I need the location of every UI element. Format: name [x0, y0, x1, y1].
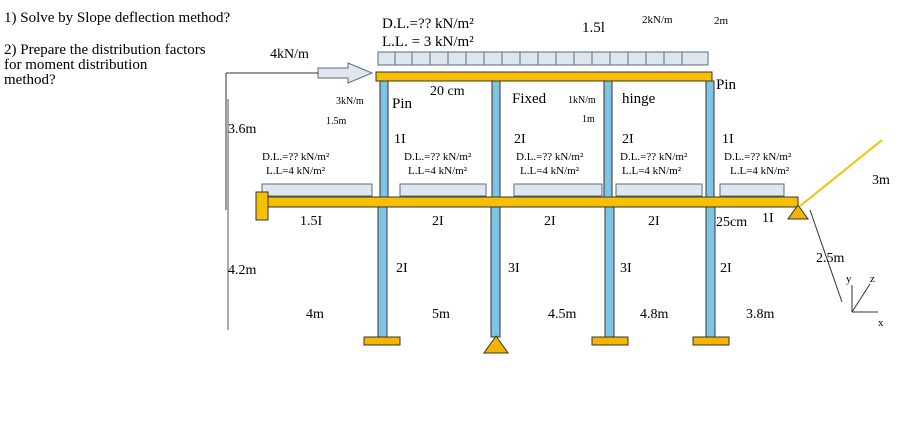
dim-15m-label: 1.5m	[326, 116, 347, 127]
left-horizontal-load-arrow	[317, 62, 374, 84]
dl-roof: D.L.=?? kN/m²	[382, 16, 474, 32]
axis-y-label: y	[846, 273, 852, 285]
axis-x-label: x	[878, 317, 884, 329]
axis-triad	[851, 283, 878, 313]
bay-ll-3: L.L=4 kN/m²	[520, 165, 580, 177]
pin-left-label: Pin	[392, 96, 413, 112]
left-wall-support	[255, 191, 269, 221]
hinge-label: hinge	[622, 91, 656, 107]
upper-col-4-I: 1I	[722, 132, 734, 147]
floor-beam	[257, 196, 799, 208]
upper-col-1-I: 1I	[394, 132, 406, 147]
base-supports	[363, 204, 809, 354]
upper-col-2-I: 2I	[514, 132, 526, 147]
point-load-label: 2kN/m	[642, 14, 673, 26]
inclined-dim	[809, 209, 843, 303]
beam-cant-I: 1.5I	[300, 214, 323, 229]
udl-1-label: 1kN/m	[568, 95, 596, 106]
cant-len-label: 1.5l	[582, 20, 605, 36]
beam-depth-label: 20 cm	[430, 84, 465, 99]
span-5-label: 3.8m	[746, 307, 775, 322]
axis-z-label: z	[870, 273, 875, 285]
question-1: 1) Solve by Slope deflection method?	[4, 10, 231, 26]
bay-ll-1: L.L=4 kN/m²	[266, 165, 326, 177]
span-2-label: 5m	[432, 307, 450, 322]
question-2-line-2: for moment distribution	[4, 57, 148, 73]
roof-load-boxes	[377, 51, 709, 66]
bay-dl-5: D.L.=?? kN/m²	[724, 151, 792, 163]
beam-1-I: 2I	[432, 214, 444, 229]
dim-2m-label: 2m	[714, 15, 729, 27]
beam-3-I: 2I	[648, 214, 660, 229]
udl-3-label: 3kN/m	[336, 96, 364, 107]
lower-col-2-I: 3I	[508, 261, 520, 276]
bay-ll-2: L.L=4 kN/m²	[408, 165, 468, 177]
question-2-line-3: method?	[4, 72, 56, 88]
floor-load-boxes	[261, 183, 785, 197]
bay-dl-3: D.L.=?? kN/m²	[516, 151, 584, 163]
ll-roof: L.L. = 3 kN/m²	[382, 34, 474, 50]
lower-col-3-I: 3I	[620, 261, 632, 276]
pin-right-label: Pin	[716, 77, 737, 93]
udl-left-label: 4kN/m	[270, 47, 309, 62]
beam-2-I: 2I	[544, 214, 556, 229]
fixed-label: Fixed	[512, 91, 547, 107]
span-4-label: 4.8m	[640, 307, 669, 322]
depth-25-label: 25cm	[716, 215, 747, 230]
h-lower-label: 4.2m	[228, 263, 257, 278]
dim-1m-label: 1m	[582, 114, 595, 125]
bay-ll-5: L.L=4 kN/m²	[730, 165, 790, 177]
inclined-member	[799, 139, 883, 207]
bay-ll-4: L.L=4 kN/m²	[622, 165, 682, 177]
h-upper-label: 3.6m	[228, 122, 257, 137]
beam-4-I: 1I	[762, 211, 774, 226]
incl-rise-label: 3m	[872, 173, 890, 188]
question-2-line-1: 2) Prepare the distribution factors	[4, 42, 206, 58]
upper-col-3-I: 2I	[622, 132, 634, 147]
lower-col-4-I: 2I	[720, 261, 732, 276]
span-3-label: 4.5m	[548, 307, 577, 322]
roof-beam	[375, 71, 713, 82]
span-1-label: 4m	[306, 307, 324, 322]
bay-dl-4: D.L.=?? kN/m²	[620, 151, 688, 163]
bay-dl-2: D.L.=?? kN/m²	[404, 151, 472, 163]
incl-len-label: 2.5m	[816, 251, 845, 266]
bay-dl-1: D.L.=?? kN/m²	[262, 151, 330, 163]
lower-col-1-I: 2I	[396, 261, 408, 276]
